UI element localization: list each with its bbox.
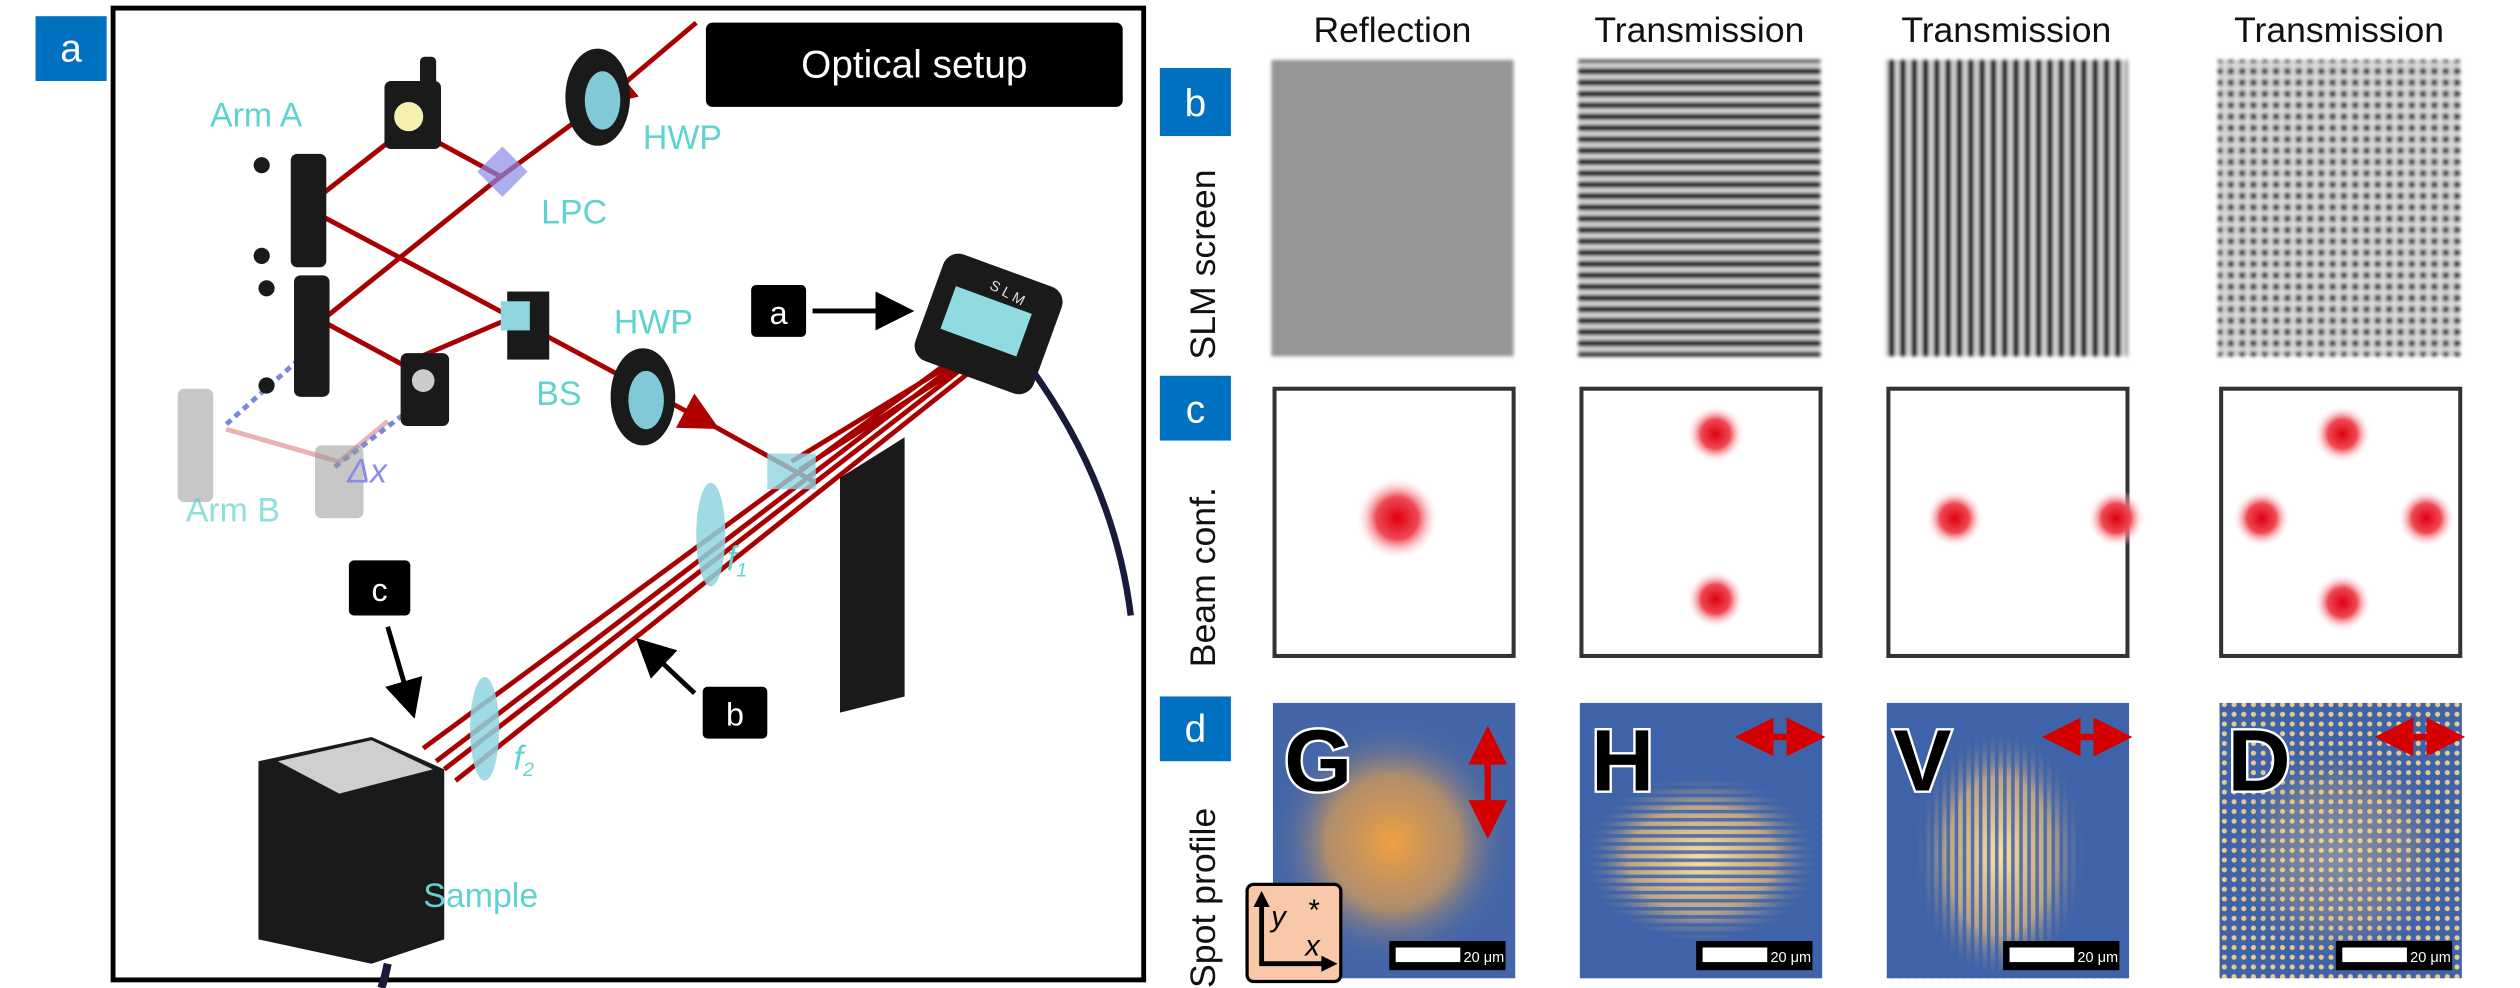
- lens-f2: [470, 677, 500, 781]
- axis-label-x: x: [1303, 931, 1321, 963]
- panel-label-d-bg: [1159, 696, 1231, 762]
- panel-label-b: b: [1185, 83, 1207, 126]
- pickoff-cube: [767, 453, 816, 490]
- spot-profile-vertical: V: [1886, 702, 2133, 979]
- slm-pattern-checkerboard: [2217, 59, 2461, 357]
- label-bs: BS: [536, 375, 581, 413]
- spot-letter-d: D: [2228, 711, 2291, 809]
- label-delta-x: Δx: [346, 453, 388, 491]
- mirror-mount-2: [294, 275, 330, 397]
- label-hwp-1: HWP: [643, 119, 722, 157]
- beam-spot: [2313, 404, 2372, 464]
- lpc-cube: [477, 146, 528, 197]
- label-arm-a: Arm A: [210, 96, 303, 134]
- panel-a: a Optical setup: [35, 5, 1147, 988]
- slm-pattern-uniform: [1271, 59, 1514, 357]
- beam-spot: [2397, 489, 2456, 548]
- panel-d: d Spot profile G H V D: [1159, 696, 2466, 988]
- optical-setup-title-box: [705, 22, 1123, 107]
- label-sample: Sample: [423, 877, 538, 915]
- panel-label-c: c: [1186, 389, 1205, 432]
- panel-label-d: d: [1185, 708, 1207, 751]
- callout-c: c: [372, 572, 388, 608]
- spot-profile-diagonal: D: [2219, 702, 2466, 979]
- row-label-spot-profile: Spot profile: [1183, 808, 1223, 988]
- beam-spot: [1686, 404, 1745, 464]
- optical-mounts: [253, 48, 1063, 964]
- arm-b-ghost-mounts: [177, 388, 364, 519]
- scale-bar: 20 μm: [2335, 941, 2453, 971]
- beam-spot: [1355, 476, 1440, 561]
- mirror-mount-1: [290, 153, 327, 268]
- lens-f1: [696, 482, 726, 587]
- column-header-transmission-1: Transmission: [1594, 10, 1804, 50]
- spot-profile-horizontal: H: [1579, 702, 1826, 979]
- svg-text:20 μm: 20 μm: [1464, 950, 1505, 966]
- svg-text:20 μm: 20 μm: [2077, 950, 2118, 966]
- callout-b: b: [726, 697, 744, 733]
- sample-holder: [258, 736, 445, 964]
- slm-cable: [1031, 370, 1134, 616]
- callout-c-box: [348, 560, 411, 616]
- spot-letter-h: H: [1591, 711, 1654, 809]
- panel-label-c-bg: [1159, 375, 1231, 441]
- slm-pattern-horizontal-grating: [1578, 59, 1821, 357]
- svg-text:20 μm: 20 μm: [2410, 950, 2451, 966]
- panel-label-b-bg: [1159, 68, 1231, 137]
- label-lpc: LPC: [541, 193, 607, 231]
- callout-a-box: [751, 285, 807, 337]
- scale-bar: 20 μm: [1696, 941, 1813, 971]
- scale-bar: 20 μm: [1389, 941, 1506, 971]
- beam-spot: [1686, 570, 1745, 629]
- axis-label-y: y: [1269, 901, 1288, 933]
- optical-setup-title: Optical setup: [801, 44, 1027, 87]
- column-header-reflection: Reflection: [1313, 10, 1471, 50]
- slm-screen-area: [940, 286, 1032, 357]
- panel-b: b SLM screen: [1159, 59, 2461, 360]
- beam-spot: [2313, 573, 2372, 632]
- label-hwp-2: HWP: [614, 304, 693, 342]
- sample-cable: [377, 962, 392, 988]
- label-arm-b: Arm B: [186, 491, 280, 529]
- beam-block-screen: [840, 437, 905, 713]
- beam-spot: [2087, 489, 2146, 548]
- column-header-transmission-2: Transmission: [1901, 10, 2111, 50]
- beam-spot: [1925, 489, 1984, 548]
- spot-letter-v: V: [1893, 711, 1951, 809]
- bs-cube: [500, 301, 530, 331]
- beam-spot: [2232, 489, 2291, 548]
- callout-c-arrow: [385, 626, 423, 719]
- panel-c: c Beam conf.: [1159, 375, 2463, 667]
- spot-letter-g: G: [1284, 711, 1352, 809]
- callout-a: a: [770, 295, 788, 331]
- axes-inset: y * x: [1245, 882, 1343, 984]
- svg-text:20 μm: 20 μm: [1770, 950, 1811, 966]
- callout-b-arrow: [635, 637, 697, 695]
- row-label-slm-screen: SLM screen: [1183, 169, 1223, 359]
- panel-label-a-bg: [35, 16, 107, 81]
- scale-bar: 20 μm: [2003, 941, 2120, 971]
- row-label-beam-conf: Beam conf.: [1183, 487, 1223, 667]
- column-headers: Reflection Transmission Transmission Tra…: [1313, 10, 2444, 50]
- axis-label-star: *: [1308, 895, 1319, 927]
- column-header-transmission-3: Transmission: [2234, 10, 2444, 50]
- callout-b-box: [702, 686, 768, 739]
- slm-pattern-vertical-grating: [1885, 59, 2128, 357]
- panel-label-a: a: [60, 28, 82, 71]
